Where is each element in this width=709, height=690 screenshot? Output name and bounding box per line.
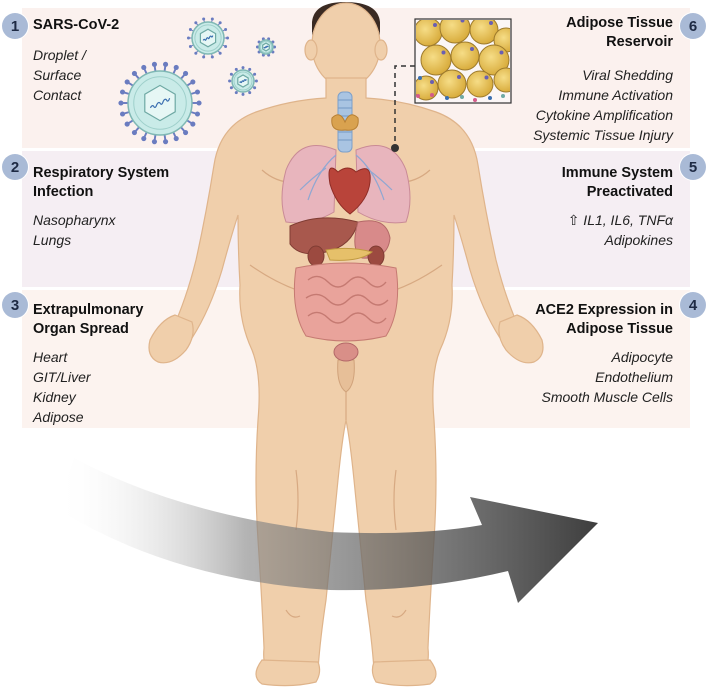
virus-group [118, 17, 277, 145]
panel-items-3: Heart GIT/Liver Kidney Adipose [33, 347, 91, 427]
list-item: Nasopharynx [33, 212, 116, 228]
list-item: Cytokine Amplification [535, 107, 673, 123]
list-item: Kidney [33, 389, 76, 405]
panel-items-4: Adipocyte Endothelium Smooth Muscle Cell… [542, 347, 674, 407]
list-item: Droplet / [33, 47, 86, 63]
list-item: Adipocyte [611, 349, 673, 365]
list-item: Endothelium [595, 369, 673, 385]
head [311, 2, 381, 88]
panel-items-6: Viral Shedding Immune Activation Cytokin… [533, 65, 673, 145]
panel-items-2: Nasopharynx Lungs [33, 210, 116, 250]
groin [337, 359, 355, 393]
step-badge-6: 6 [680, 13, 706, 39]
intestine-icon [293, 262, 399, 342]
panel-title-1: SARS-CoV-2 [33, 17, 120, 33]
panel-title-2: Respiratory System Infection [33, 165, 170, 200]
step-badge-2: 2 [2, 154, 28, 180]
left-foot [255, 659, 321, 687]
panel-title-3: Extrapulmonary Organ Spread [33, 302, 144, 337]
step-badge-1: 1 [2, 13, 28, 39]
list-item: Smooth Muscle Cells [541, 389, 674, 405]
left-hand [148, 314, 194, 364]
list-item: Lungs [33, 232, 72, 248]
list-item: Adipokines [604, 232, 674, 248]
step-badge-3: 3 [2, 292, 28, 318]
liver-icon [289, 217, 359, 255]
right-foot [371, 659, 437, 687]
progression-arrow-icon [56, 458, 598, 603]
right-hand [498, 314, 544, 364]
list-item: ⇧ IL1, IL6, TNFα [567, 212, 673, 228]
list-item: Heart [33, 349, 68, 365]
panel-title-4: ACE2 Expression in Adipose Tissue [535, 302, 673, 337]
virus-icon [186, 17, 230, 59]
virus-icon [228, 66, 258, 96]
list-item: Systemic Tissue Injury [533, 127, 673, 143]
step-badge-5: 5 [680, 154, 706, 180]
panel-items-1: Droplet / Surface Contact [33, 45, 86, 105]
heart-icon [328, 167, 371, 215]
step-badge-4: 4 [680, 292, 706, 318]
panel-title-5: Immune System Preactivated [561, 165, 673, 200]
list-item: Viral Shedding [582, 67, 673, 83]
list-item: Contact [33, 87, 82, 103]
list-item: GIT/Liver [33, 369, 91, 385]
fat-tissue-icon [391, 18, 512, 152]
virus-icon [118, 61, 202, 145]
list-item: Adipose [33, 409, 84, 425]
virus-icon [255, 37, 277, 57]
list-item: Surface [33, 67, 82, 83]
list-item: Immune Activation [558, 87, 673, 103]
organs [281, 91, 411, 362]
panel-items-5: ⇧ IL1, IL6, TNFα Adipokines [568, 210, 673, 250]
panel-title-6: Adipose Tissue Reservoir [566, 15, 673, 50]
lungs-icon [281, 145, 411, 224]
